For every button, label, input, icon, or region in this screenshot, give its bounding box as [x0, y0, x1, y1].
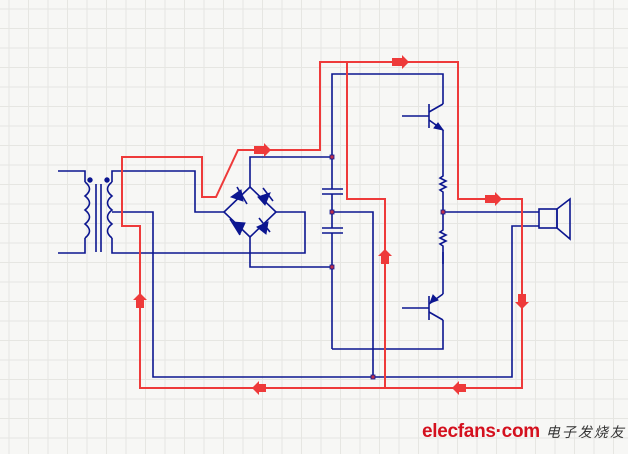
bridge-negative-wire [249, 237, 332, 268]
emitter-resistor-top [438, 172, 448, 214]
upper-collector [428, 103, 444, 113]
junction-cap-top [329, 154, 335, 160]
junctions [329, 154, 446, 380]
diode-top-left-bar [236, 186, 248, 205]
primary-bottom-lead [58, 238, 86, 254]
watermark-brand: elecfans·com [422, 421, 540, 442]
arrow-left-bottom-2 [452, 381, 466, 395]
primary-polarity-dot [87, 177, 93, 183]
arrow-right-top [392, 55, 409, 69]
bridge-rectifier [222, 186, 278, 239]
arrow-right-output [485, 192, 502, 206]
current-paths [121, 61, 523, 389]
transistor-lower [428, 293, 444, 321]
secondary-top-wire [111, 170, 224, 213]
transformer [83, 177, 114, 252]
arrow-left-bottom-1 [252, 381, 266, 395]
bridge-positive-wire [249, 156, 332, 187]
cap-midpoint-wire [332, 211, 374, 377]
lower-emitter-arrow [429, 294, 439, 304]
current-arrows [133, 55, 529, 395]
current-path-return [139, 300, 385, 389]
junction-ground [370, 374, 376, 380]
primary-top-lead [58, 170, 86, 182]
secondary-polarity-dot [104, 177, 110, 183]
speaker-cone [556, 197, 571, 241]
primary-coil [83, 181, 91, 239]
diode-top-right-bar [262, 187, 274, 202]
bridge-outline [222, 186, 278, 239]
circuit-wires [58, 73, 539, 378]
watermark-logo: elecfans·com 电子发烧友 [422, 421, 626, 443]
diode-top-right [257, 192, 271, 206]
secondary-bottom-wire [111, 211, 306, 254]
junction-cap-bottom [329, 264, 335, 270]
watermark-chinese: 电子发烧友 [545, 425, 626, 441]
secondary-coil [106, 181, 114, 239]
arrow-up-center [378, 249, 392, 264]
junction-cap-mid [329, 209, 335, 215]
speaker-return [373, 225, 539, 378]
negative-rail [332, 320, 444, 350]
upper-emitter-arrow [433, 122, 445, 131]
arrow-down-right [515, 294, 529, 309]
arrow-up-left [133, 293, 147, 308]
junction-output [440, 209, 446, 215]
diode-bottom-left-bar [229, 218, 241, 236]
lower-collector [428, 311, 444, 321]
current-path-center [346, 62, 386, 388]
current-path-positive-half [121, 61, 523, 389]
transistor-upper [428, 103, 445, 131]
speaker-body [538, 208, 558, 229]
diode-bottom-right-bar [258, 217, 271, 233]
speaker [538, 197, 571, 241]
positive-rail [331, 73, 444, 157]
filter-capacitors [322, 188, 343, 234]
emitter-resistor-bottom [438, 212, 448, 264]
center-tap-wire [112, 211, 373, 378]
arrow-right-bridge [254, 143, 271, 157]
